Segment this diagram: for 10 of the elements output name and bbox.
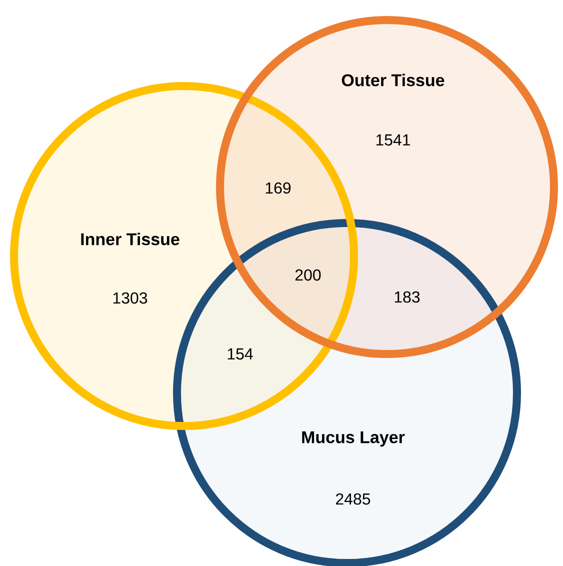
count-label: 2485 <box>336 493 370 505</box>
count-label: 1541 <box>376 134 410 146</box>
count-label: 154 <box>228 348 253 360</box>
count-label: 1303 <box>113 292 148 304</box>
count-label: 169 <box>266 182 291 194</box>
count-label: 183 <box>394 291 420 303</box>
set-name: Mucus Layer <box>302 431 405 447</box>
set-name: Outer Tissue <box>342 74 444 86</box>
set-name: Inner Tissue <box>81 232 180 246</box>
count-label: 200 <box>295 269 321 281</box>
